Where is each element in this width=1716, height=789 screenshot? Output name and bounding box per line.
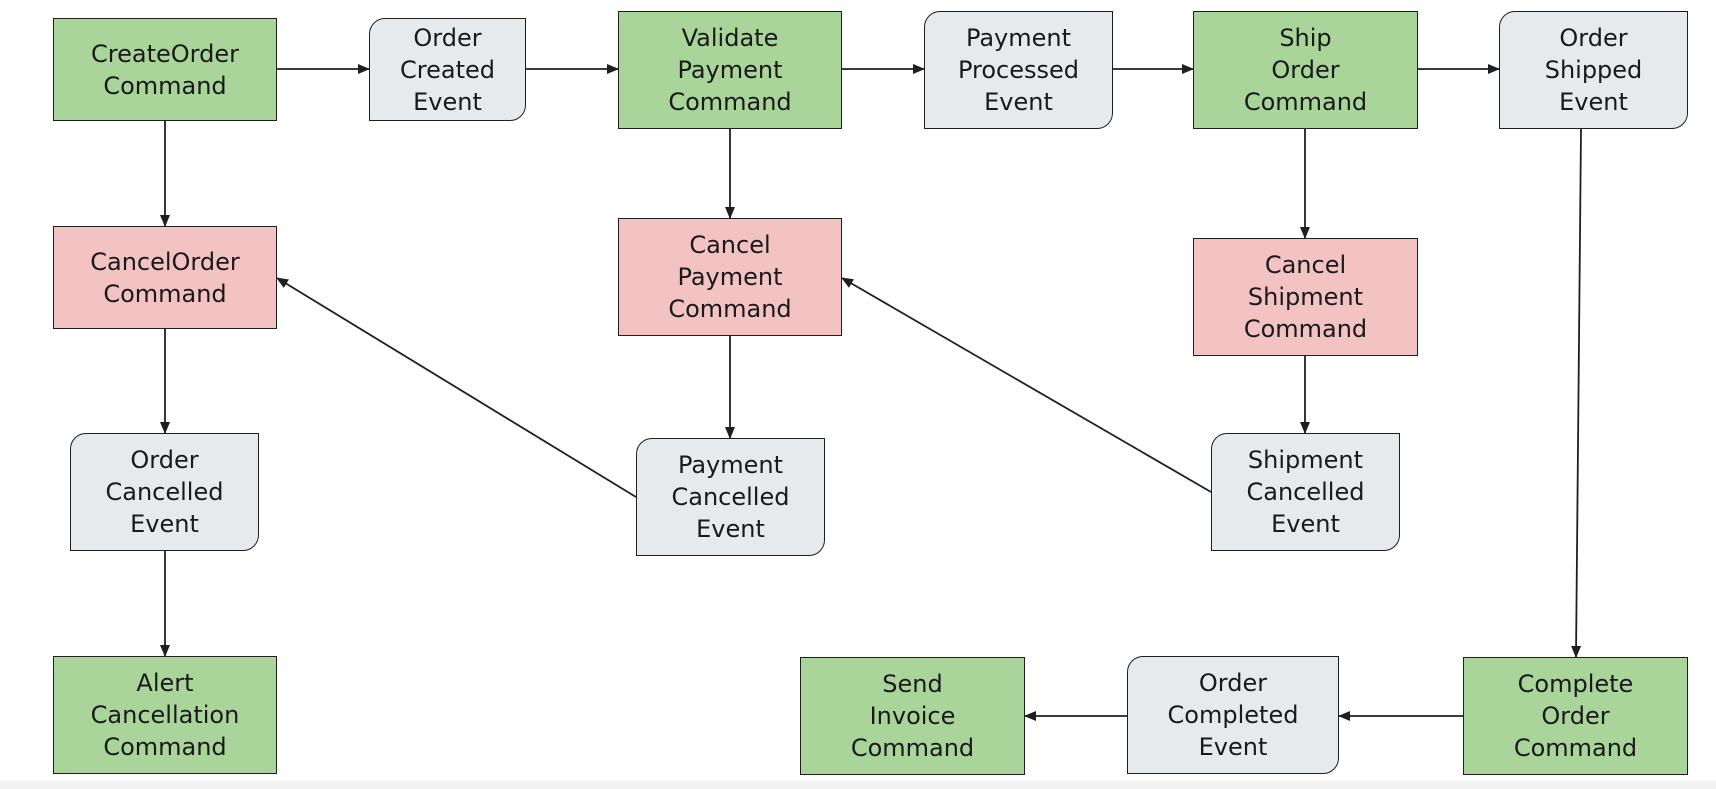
cancel-payment-command: Cancel Payment Command — [618, 218, 842, 336]
order-shipped-event: Order Shipped Event — [1499, 11, 1688, 129]
validate-payment-command: Validate Payment Command — [618, 11, 842, 129]
arrow-order-shipped-event-to-complete-order-command — [1571, 128, 1582, 658]
send-invoice-command: Send Invoice Command — [800, 657, 1025, 775]
alert-cancellation-command: Alert Cancellation Command — [53, 656, 277, 774]
arrow-payment-cancelled-event-to-cancel-order-command — [276, 277, 637, 498]
payment-processed-event: Payment Processed Event — [924, 11, 1113, 129]
shipment-cancelled-event: Shipment Cancelled Event — [1211, 433, 1400, 551]
cancel-shipment-command: Cancel Shipment Command — [1193, 238, 1418, 356]
payment-cancelled-event: Payment Cancelled Event — [636, 438, 825, 556]
order-cancelled-event: Order Cancelled Event — [70, 433, 259, 551]
order-created-event: Order Created Event — [369, 18, 526, 121]
complete-order-command: Complete Order Command — [1463, 657, 1688, 775]
arrow-shipment-cancelled-event-to-cancel-payment-command — [841, 277, 1212, 493]
cancel-order-command: CancelOrder Command — [53, 226, 277, 329]
bottom-strip — [0, 781, 1716, 789]
order-completed-event: Order Completed Event — [1127, 656, 1339, 774]
ship-order-command: Ship Order Command — [1193, 11, 1418, 129]
create-order-command: CreateOrder Command — [53, 18, 277, 121]
